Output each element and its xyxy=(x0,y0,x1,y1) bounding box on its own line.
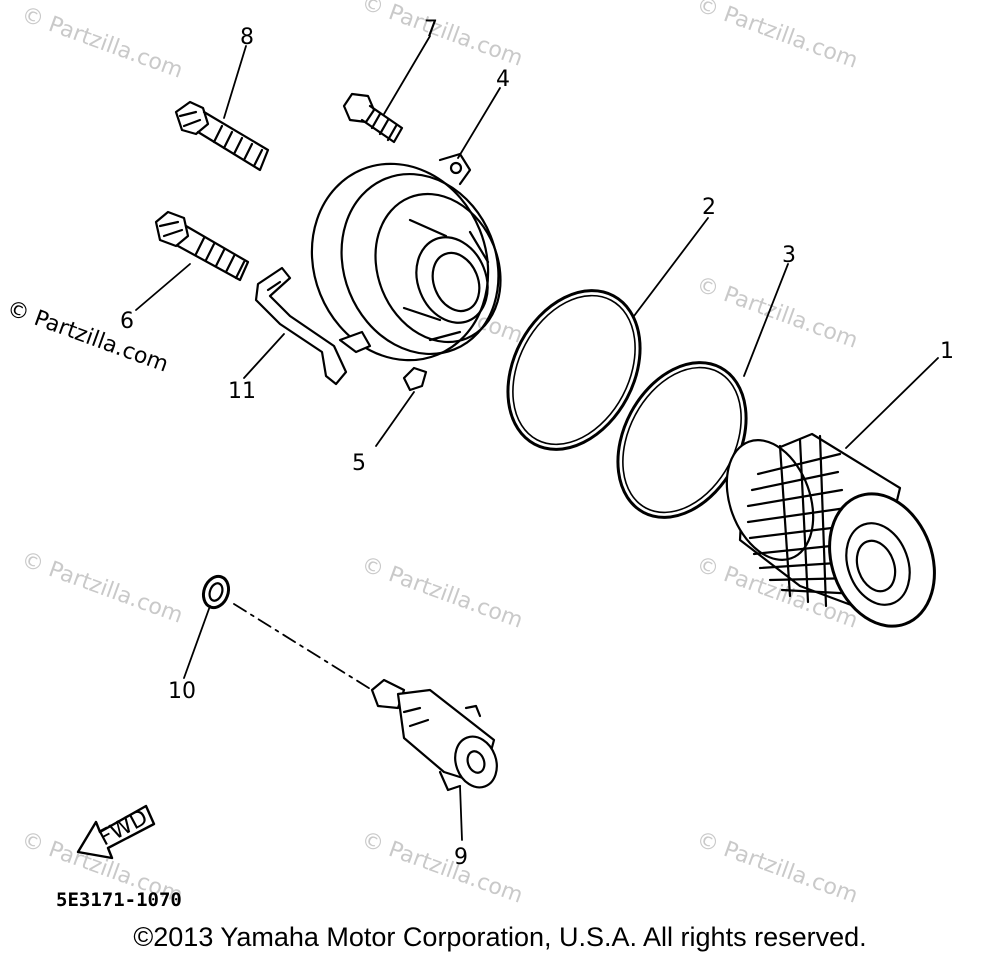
copyright-notice: ©2013 Yamaha Motor Corporation, U.S.A. A… xyxy=(133,922,867,952)
callout-9: 9 xyxy=(454,845,468,870)
bolt-part-7 xyxy=(342,92,404,144)
leader-lines xyxy=(135,35,939,841)
alignment-line xyxy=(233,603,373,691)
callout-6: 6 xyxy=(120,309,134,334)
watermark: © Partzilla.com xyxy=(358,0,526,72)
washer-part-10 xyxy=(201,574,231,610)
watermark: © Partzilla.com xyxy=(693,827,861,909)
filter-cover-part-4 xyxy=(310,152,502,362)
watermark: © Partzilla.com xyxy=(358,827,526,909)
callout-1: 1 xyxy=(940,339,954,364)
callout-4: 4 xyxy=(496,67,510,92)
bolt-part-6 xyxy=(154,210,250,282)
callout-labels: 1 2 3 4 5 6 7 8 9 10 11 xyxy=(120,17,954,870)
watermark: © Partzilla.com xyxy=(18,547,186,629)
diagram-code: 5E3171-1070 xyxy=(56,889,182,911)
bracket-part-11 xyxy=(254,266,348,386)
oring-part-2 xyxy=(506,289,642,451)
switch-part-9 xyxy=(370,678,498,792)
callout-8: 8 xyxy=(240,25,254,50)
callout-10: 10 xyxy=(168,679,196,704)
watermark: © Partzilla.com xyxy=(358,552,526,634)
callout-2: 2 xyxy=(702,195,716,220)
forward-arrow-icon xyxy=(76,804,156,860)
oil-filter-part-1 xyxy=(725,432,936,628)
watermark: © Partzilla.com xyxy=(693,0,861,74)
callout-5: 5 xyxy=(352,451,366,476)
small-oring-part-5 xyxy=(402,366,428,392)
fwd-label: FWD xyxy=(95,805,152,851)
watermark: © Partzilla.com xyxy=(693,272,861,354)
bolt-part-8 xyxy=(174,100,270,172)
watermark: © Partzilla.com xyxy=(18,2,186,84)
callout-7: 7 xyxy=(424,17,438,42)
callout-3: 3 xyxy=(782,243,796,268)
callout-11: 11 xyxy=(228,379,256,404)
